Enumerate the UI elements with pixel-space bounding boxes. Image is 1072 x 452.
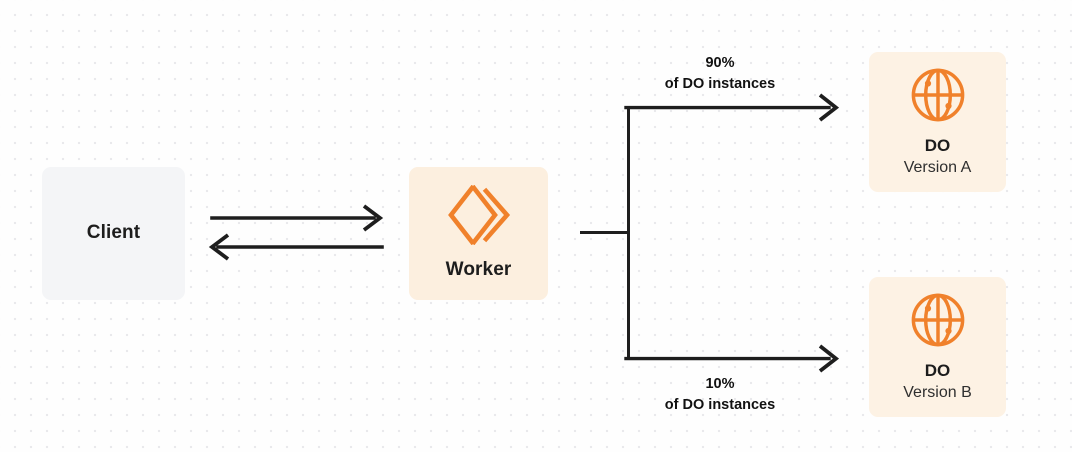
globe-node-dot-lower xyxy=(944,327,952,334)
node-worker[interactable]: Worker xyxy=(409,167,548,300)
edge-label-do-b: 10% of DO instances xyxy=(620,374,820,417)
node-do-version-a-sublabel: Version A xyxy=(903,158,972,176)
edge-worker-to-do-a xyxy=(624,93,840,122)
arrow-client-to-worker xyxy=(210,204,384,232)
edge-label-do-b-caption: of DO instances xyxy=(664,397,776,414)
cloudflare-workers-icon xyxy=(447,185,510,246)
node-client[interactable]: Client xyxy=(42,167,185,300)
globe-icon xyxy=(911,293,964,346)
globe-node-dot-lower xyxy=(944,102,952,109)
arrow-worker-to-client xyxy=(208,233,384,261)
edge-label-do-a: 90% of DO instances xyxy=(620,53,820,96)
edge-label-do-a-caption: of DO instances xyxy=(664,76,776,93)
edge-client-worker-arrows xyxy=(208,204,384,261)
globe-icon xyxy=(911,68,964,121)
globe-node-dot-upper xyxy=(924,304,931,312)
edge-split-trunk xyxy=(626,106,630,359)
node-do-version-b-label: DO xyxy=(924,360,951,380)
node-do-version-a-label: DO xyxy=(924,135,951,155)
edge-worker-stub xyxy=(580,231,630,235)
node-do-version-b[interactable]: DO Version B xyxy=(869,277,1006,417)
edge-worker-to-do-b xyxy=(624,344,840,373)
node-do-version-b-sublabel: Version B xyxy=(903,383,972,401)
edge-label-do-a-percent: 90% xyxy=(705,55,735,71)
node-worker-label: Worker xyxy=(445,259,512,281)
edge-label-do-b-percent: 10% xyxy=(705,376,735,392)
globe-node-dot-upper xyxy=(924,79,931,87)
node-client-label: Client xyxy=(86,222,141,244)
node-do-version-a[interactable]: DO Version A xyxy=(869,52,1006,192)
